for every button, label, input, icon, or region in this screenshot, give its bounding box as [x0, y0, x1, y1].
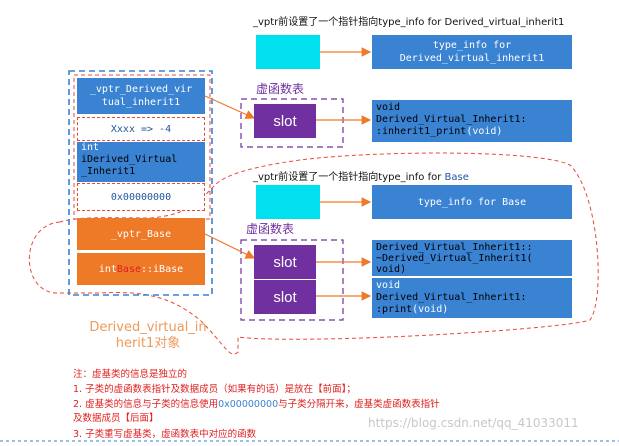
vtable1-outline: [240, 98, 344, 148]
function-destructor: Derived_Virtual_Inherit1:: ~Derived_Virt…: [372, 240, 572, 276]
note-item1: 1. 子类的虚函数表指针及数据成员（如果有的话）是放在【前面】；: [73, 384, 356, 395]
cell-vptr-derived: _vptr_Derived_vir tual_inherit1: [77, 78, 205, 114]
fn2-class: Derived_Virtual_Inherit1::: [376, 242, 533, 253]
arrow-vptr-base: [204, 233, 256, 259]
cell-member-name2: _Inherit1: [81, 166, 136, 177]
typeinfo-pointer-base: [256, 185, 320, 219]
base-member-type: int: [98, 263, 117, 275]
typeinfo-derived-line2: Derived_virtual_inherit1: [399, 53, 545, 64]
note-title: 注：虚基类的信息是独立的: [73, 369, 188, 380]
typeinfo-derived-line1: type_info for: [432, 40, 512, 51]
cell-vptr-base: _vptr_Base: [77, 218, 205, 250]
typeinfo-pointer-derived: [256, 35, 320, 69]
base-member-name: ::iBase: [141, 263, 184, 275]
vtable-slot-base-dtor: slot: [254, 245, 316, 279]
cell-member-type: int: [81, 142, 100, 153]
derived-object-outline: [68, 70, 213, 296]
vtable-label-derived: 虚函数表: [256, 82, 305, 96]
fn1-method: :inherit1_print(void): [376, 126, 503, 137]
note-item3: 3. 子类重写虚基类，虚函数表中对应的函数: [73, 429, 257, 440]
cell-member-name1: iDerived_Virtual: [81, 154, 178, 165]
base-member-scope: Base: [116, 263, 141, 275]
note-item2-hex: 0x00000000: [218, 399, 279, 410]
object-title-line1: Derived_virtual_in: [89, 320, 207, 335]
typeinfo-derived-box: type_info for Derived_virtual_inherit1: [372, 35, 572, 69]
cell-base-member: int Base::iBase: [77, 253, 205, 285]
object-title: Derived_virtual_in herit1对象: [78, 320, 218, 352]
function-print: void Derived_Virtual_Inherit1: :print(vo…: [372, 278, 572, 318]
caption-base-highlight: Base: [444, 172, 469, 183]
cell-vptr-derived-line1: _vptr_Derived_vir: [89, 84, 193, 95]
note-item2-line2: 及数据成员【后面】: [73, 413, 159, 424]
caption-base-prefix: _vptr前设置了一个指针指向type_info for: [253, 172, 445, 183]
function-inherit1-print: void Derived_Virtual_Inherit1: :inherit1…: [372, 100, 572, 142]
fn3-method: :print(void): [376, 304, 449, 315]
vtable-slot-base-print: slot: [254, 280, 316, 314]
virtual-base-region-outline: [28, 152, 599, 355]
vtable-label-base: 虚函数表: [246, 222, 295, 236]
note-item2-part1: 2. 虚基类的信息与子类的信息使用: [73, 399, 219, 410]
vtable2-outline: [240, 239, 344, 321]
caption-derived-typeinfo: _vptr前设置了一个指针指向type_info for Derived_vir…: [253, 17, 565, 28]
fn3-class: Derived_Virtual_Inherit1:: [376, 292, 527, 303]
note-item2: 2. 虚基类的信息与子类的信息使用0x00000000与子类分隔开来，虚基类虚函…: [73, 396, 440, 410]
arrow-vptr-derived: [204, 95, 256, 119]
fn1-return-type: void: [376, 102, 401, 113]
object-title-line2: herit1对象: [115, 336, 181, 351]
fn1-class: Derived_Virtual_Inherit1:: [376, 114, 527, 125]
typeinfo-base-box: type_info for Base: [372, 185, 572, 219]
cell-offset: Xxxx => -4: [77, 117, 205, 141]
cell-derived-member: int iDerived_Virtual _Inherit1: [77, 142, 205, 182]
fn2-args: void): [376, 264, 407, 275]
cell-separator: 0x00000000: [77, 183, 205, 211]
note-item2-part2: 与子类分隔开来，虚基类虚函数表指针: [278, 399, 440, 410]
watermark: https://blog.csdn.net/qq_41033011: [368, 416, 579, 430]
caption-base-typeinfo: _vptr前设置了一个指针指向type_info for Base: [253, 168, 469, 183]
vtable-slot-derived: slot: [254, 104, 316, 138]
fn3-return-type: void: [376, 280, 401, 291]
cell-vptr-derived-line2: tual_inherit1: [101, 97, 181, 108]
fn2-method: ~Derived_Virtual_Inherit1(: [376, 253, 533, 264]
